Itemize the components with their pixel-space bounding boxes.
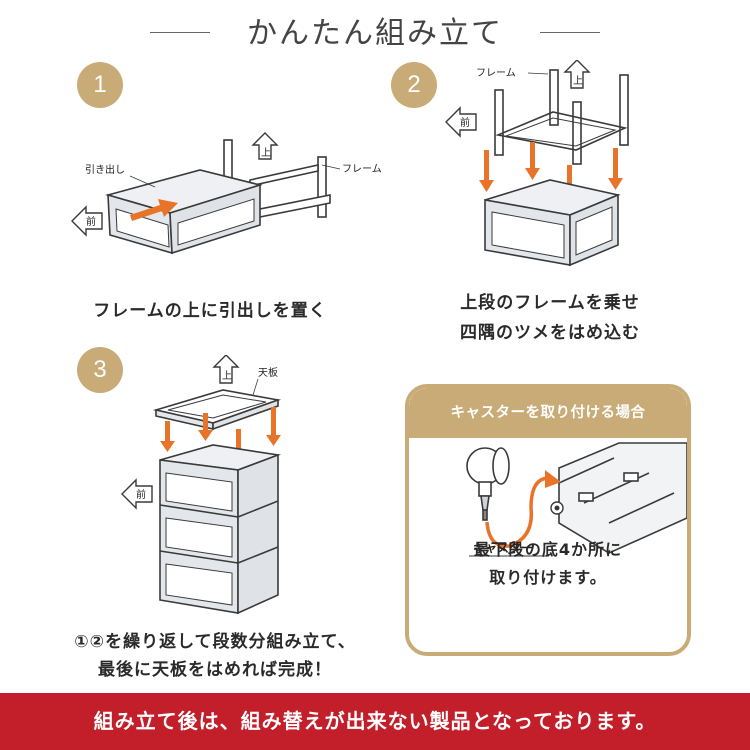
step-2-badge: 2 <box>391 62 437 108</box>
caster-caption: 最下段の底4か所に 取り付けます。 <box>409 536 687 592</box>
step-3-front-label: 前 <box>136 488 146 501</box>
step-2-frame-label: フレーム <box>476 67 516 79</box>
step-1-caption: フレームの上に引出しを置く <box>40 296 380 326</box>
caster-caption-line-1: 最下段の底4か所に <box>473 540 623 559</box>
step-2-caption-line-2: 四隅のツメをはめ込む <box>460 323 640 343</box>
step-1-badge: 1 <box>77 62 123 108</box>
caster-label: キャスター <box>473 541 533 555</box>
caster-caption-line-2: 取り付けます。 <box>489 568 607 587</box>
step-1-caption-line: フレームの上に引出しを置く <box>93 301 327 321</box>
page-title: かんたん組み立て <box>247 16 503 51</box>
caster-box-body: キャスター 最下段の底4か所に 取り付けます。 <box>409 438 687 652</box>
step-2-up-label: 上 <box>573 75 583 87</box>
step-1-frame-label: フレーム <box>342 163 382 175</box>
step-1-drawer-label: 引き出し <box>85 163 125 176</box>
step-1-up-label: 上 <box>261 147 271 159</box>
step-3-caption-line-1: ①②を繰り返して段数分組み立て、 <box>74 632 356 652</box>
title-rule-left <box>150 32 210 33</box>
title-rule-right <box>540 32 600 33</box>
step-1-front-label: 前 <box>86 215 96 228</box>
step-3-diagram: 上 前 天板 <box>118 355 308 625</box>
step-3-caption-line-2: 最後に天板をはめれば完成！ <box>98 660 332 680</box>
title-row: かんたん組み立て <box>0 8 750 52</box>
step-2-front-label: 前 <box>460 116 470 129</box>
caster-info-box: キャスターを取り付ける場合 <box>405 384 691 656</box>
step-1-diagram: 上 前 引き出し フレーム <box>60 125 390 270</box>
caster-diagram: キャスター <box>466 442 687 557</box>
footer-notice: 組み立て後は、組み替えが出来ない製品となっております。 <box>0 693 750 750</box>
step-3-up-label: 上 <box>222 370 232 382</box>
step-3-badge: 3 <box>77 347 123 393</box>
step-3-top-board-label: 天板 <box>258 366 278 379</box>
step-2-caption-line-1: 上段のフレームを乗せ <box>460 293 640 313</box>
step-3-caption: ①②を繰り返して段数分組み立て、 最後に天板をはめれば完成！ <box>40 628 390 684</box>
step-2-caption: 上段のフレームを乗せ 四隅のツメをはめ込む <box>400 288 700 348</box>
step-2-diagram: 上 前 フレーム <box>440 60 660 280</box>
caster-box-heading: キャスターを取り付ける場合 <box>409 388 687 438</box>
